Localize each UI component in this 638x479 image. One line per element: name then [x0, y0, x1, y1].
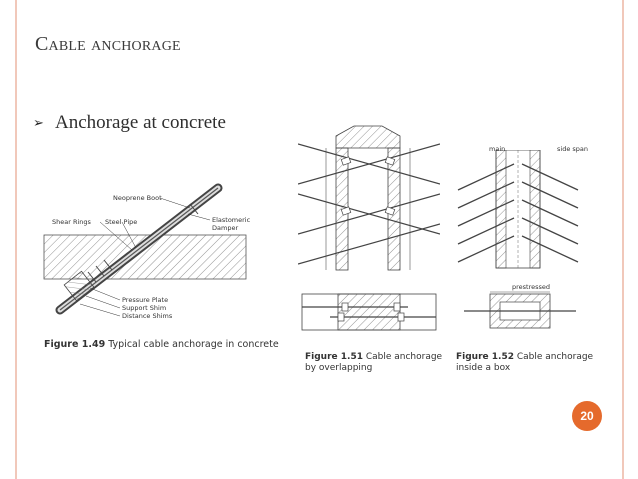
caption-figure-1-51-line2: by overlapping	[305, 363, 373, 373]
bullet-text: Anchorage at concrete	[55, 112, 226, 133]
caption-figure-1-52-line2: inside a box	[456, 363, 511, 373]
slide-frame	[15, 0, 624, 479]
caption-figure-1-52: Figure 1.52 Cable anchorage inside a box	[456, 352, 593, 374]
caption-figure-1-51: Figure 1.51 Cable anchorage by overlappi…	[305, 352, 442, 374]
pressure-plate-shape	[63, 270, 95, 302]
label-distance-shims: Distance Shims	[122, 312, 173, 320]
label-steel-pipe: Steel Pipe	[105, 218, 138, 226]
label-damper: Damper	[212, 224, 239, 232]
slide-title: Cable anchorage	[35, 33, 181, 55]
label-prestressed: prestressed	[512, 283, 551, 291]
caption-figure-1-49-number: Figure 1.49	[44, 339, 106, 350]
pylon-top	[335, 125, 401, 149]
caption-figure-1-51-number: Figure 1.51	[305, 352, 363, 362]
label-neoprene-boot: Neoprene Boot	[113, 194, 162, 202]
caption-figure-1-52-line1: Cable anchorage	[516, 352, 594, 362]
figure-1-49-drawing	[43, 183, 247, 317]
label-elastomeric: Elastomeric	[212, 216, 251, 224]
label-side-span: side span	[557, 145, 588, 153]
caption-figure-1-49: Figure 1.49 Typical cable anchorage in c…	[44, 339, 279, 350]
caption-figure-1-49-text: Typical cable anchorage in concrete	[108, 339, 279, 350]
label-pressure-plate: Pressure Plate	[122, 296, 169, 304]
arrow-bullet-icon: ➢	[33, 115, 44, 131]
caption-figure-1-51-line1: Cable anchorage	[365, 352, 443, 362]
figure-1-51-drawing	[298, 125, 440, 331]
caption-figure-1-52-number: Figure 1.52	[456, 352, 514, 362]
bullet-item: ➢ Anchorage at concrete	[33, 112, 226, 134]
label-support-shim: Support Shim	[122, 304, 167, 312]
figure-1-52-drawing	[457, 150, 579, 329]
label-shear-rings: Shear Rings	[52, 218, 91, 226]
page-number-badge: 20	[572, 401, 602, 431]
label-main: main	[489, 145, 506, 153]
